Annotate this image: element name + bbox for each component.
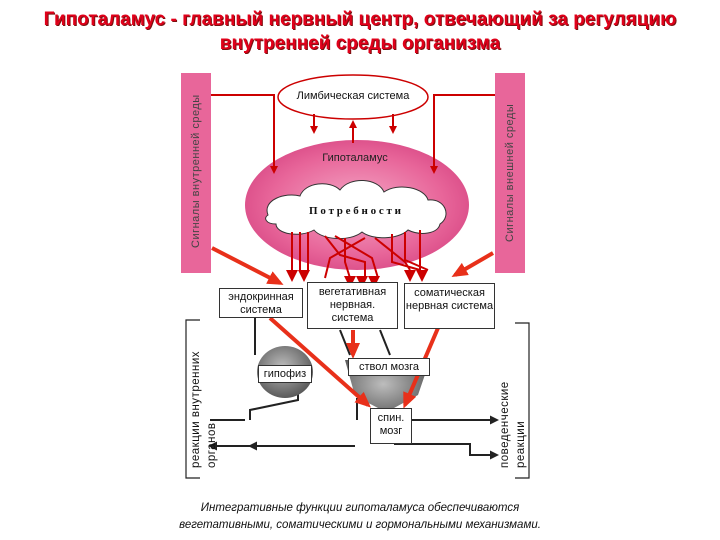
title-line-1: Гипоталамус - главный нервный центр, отв… — [43, 9, 677, 30]
page-title: Гипоталамус - главный нервный центр, отв… — [0, 8, 720, 56]
internal-signals-label: Сигналы внутренней среды — [190, 94, 202, 248]
arrow-internal-signals — [211, 94, 278, 174]
arrow-external-signals — [430, 94, 495, 174]
external-signals-label: Сигналы внешней среды — [504, 103, 516, 242]
limbic-system-ellipse — [277, 74, 429, 120]
endocrine-system-box: эндокринная система — [219, 288, 303, 318]
hypothalamus-label: Гипоталамус — [322, 152, 388, 164]
internal-reactions-bracket — [185, 319, 200, 479]
output-pathways — [208, 317, 499, 460]
big-arrow-left-diag — [268, 316, 371, 408]
efferent-pathways — [291, 230, 429, 279]
external-signals-bar — [495, 73, 525, 273]
needs-label: П о т р е б н о с т и — [309, 205, 401, 217]
internal-reactions-label: реакции внутренних органов — [190, 351, 218, 468]
big-arrow-right-top — [451, 251, 495, 278]
behavioral-reactions-bracket — [515, 322, 530, 479]
internal-signals-bar — [181, 73, 211, 273]
big-arrow-left-top — [211, 246, 284, 285]
caption: Интегративные функции гипоталамуса обесп… — [0, 500, 720, 534]
limbic-system-label: Лимбическая система — [296, 90, 410, 102]
pituitary-label: гипофиз — [258, 365, 312, 383]
somatic-system-box: соматическая нервная система — [404, 283, 495, 329]
caption-line-1: Интегративные функции гипоталамуса обесп… — [200, 502, 520, 514]
title-line-2: внутренней среды организма — [219, 33, 501, 54]
spinal-cord-box: спин. мозг — [370, 408, 412, 444]
brainstem-label: ствол мозга — [348, 358, 430, 376]
behavioral-reactions-label: поведенческие реакции — [499, 381, 527, 468]
vegetative-system-box: вегетативная нервная. система — [307, 282, 398, 329]
caption-line-2: вегетативными, соматическими и гормональ… — [179, 519, 541, 531]
